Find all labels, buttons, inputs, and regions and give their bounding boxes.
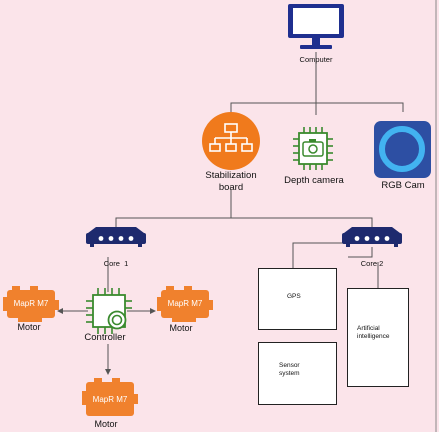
motor-right-label: Motor: [169, 323, 193, 333]
engine-icon: [3, 286, 59, 322]
core-bus: [115, 217, 373, 228]
motor-bottom-label: Motor: [94, 419, 118, 429]
artificial-intelligence-label: Artificial intelligence: [357, 325, 390, 341]
network-hub-icon: [342, 227, 402, 247]
core2-gps-link: [348, 247, 373, 258]
rgb-cam-label: RGB Cam: [381, 180, 425, 191]
depth-camera-label: Depth camera: [284, 175, 344, 186]
sensor-system-label: Sensor system: [279, 362, 300, 378]
ring-camera-icon: [374, 121, 431, 178]
core1-label: Core 1: [103, 259, 129, 268]
motor-bottom-badge: MapR M7: [93, 395, 128, 404]
gps-label: GPS: [287, 293, 301, 300]
gps-box: GPS: [258, 268, 337, 330]
engine-icon: [82, 378, 138, 416]
computer-label: Computer: [299, 55, 333, 64]
motor-right-badge: MapR M7: [168, 299, 203, 308]
monitor-icon: [288, 4, 344, 49]
network-hub-icon: [86, 227, 146, 247]
motor-left-badge: MapR M7: [14, 299, 49, 308]
core2-label: Core 2: [360, 259, 384, 268]
sensor-system-box: Sensor system: [258, 342, 337, 405]
camera-bus: [230, 102, 404, 112]
stabilization-board-label: Stabilization board: [205, 170, 257, 194]
controller-label: Controller: [84, 332, 126, 343]
chip-camera-icon: [293, 127, 333, 170]
connectors: [57, 52, 404, 375]
hierarchy-icon: [202, 112, 260, 170]
motor-left-label: Motor: [17, 322, 41, 332]
artificial-intelligence-box: Artificial intelligence: [347, 288, 409, 387]
chip-icon: [86, 288, 132, 334]
engine-icon: [157, 286, 213, 322]
